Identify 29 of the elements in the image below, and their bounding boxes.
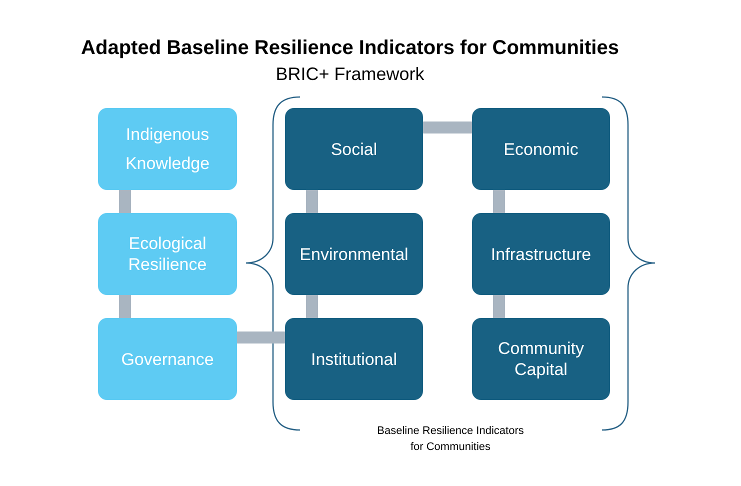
connector-bar bbox=[423, 122, 472, 134]
indicator-label: Community Capital bbox=[497, 338, 585, 380]
indicator-box bbox=[285, 213, 423, 295]
indicator-label: Governance bbox=[121, 348, 214, 370]
indicator-box bbox=[98, 108, 237, 190]
indicator-box bbox=[98, 318, 237, 400]
connector-bar bbox=[119, 190, 131, 213]
indicator-box bbox=[285, 108, 423, 190]
indicator-box bbox=[98, 213, 237, 295]
indicator-label: Indigenous Knowledge bbox=[124, 124, 211, 175]
connector-bar bbox=[306, 295, 318, 318]
indicator-label: Infrastructure bbox=[490, 244, 592, 264]
indicator-box bbox=[472, 318, 610, 400]
connector-bar bbox=[493, 190, 505, 213]
connector-bar bbox=[306, 190, 318, 213]
indicator-label: Institutional bbox=[311, 348, 397, 370]
indicator-label: Economic bbox=[504, 138, 578, 160]
indicator-box bbox=[472, 108, 610, 190]
connector-bar bbox=[119, 295, 131, 318]
title: Adapted Baseline Resilience Indicators for Communities bbox=[80, 36, 620, 60]
indicator-box bbox=[472, 213, 610, 295]
connector-bar bbox=[237, 332, 285, 344]
indicator-label: Environmental bbox=[300, 244, 408, 264]
indicator-box bbox=[285, 318, 423, 400]
indicator-label: Ecological Resilience bbox=[127, 233, 208, 275]
indicator-label: Social bbox=[330, 138, 378, 160]
brace-caption: Baseline Resilience Indicators for Communities bbox=[376, 424, 525, 455]
subtitle: BRIC+ Framework bbox=[274, 63, 426, 86]
connector-bar bbox=[493, 295, 505, 318]
